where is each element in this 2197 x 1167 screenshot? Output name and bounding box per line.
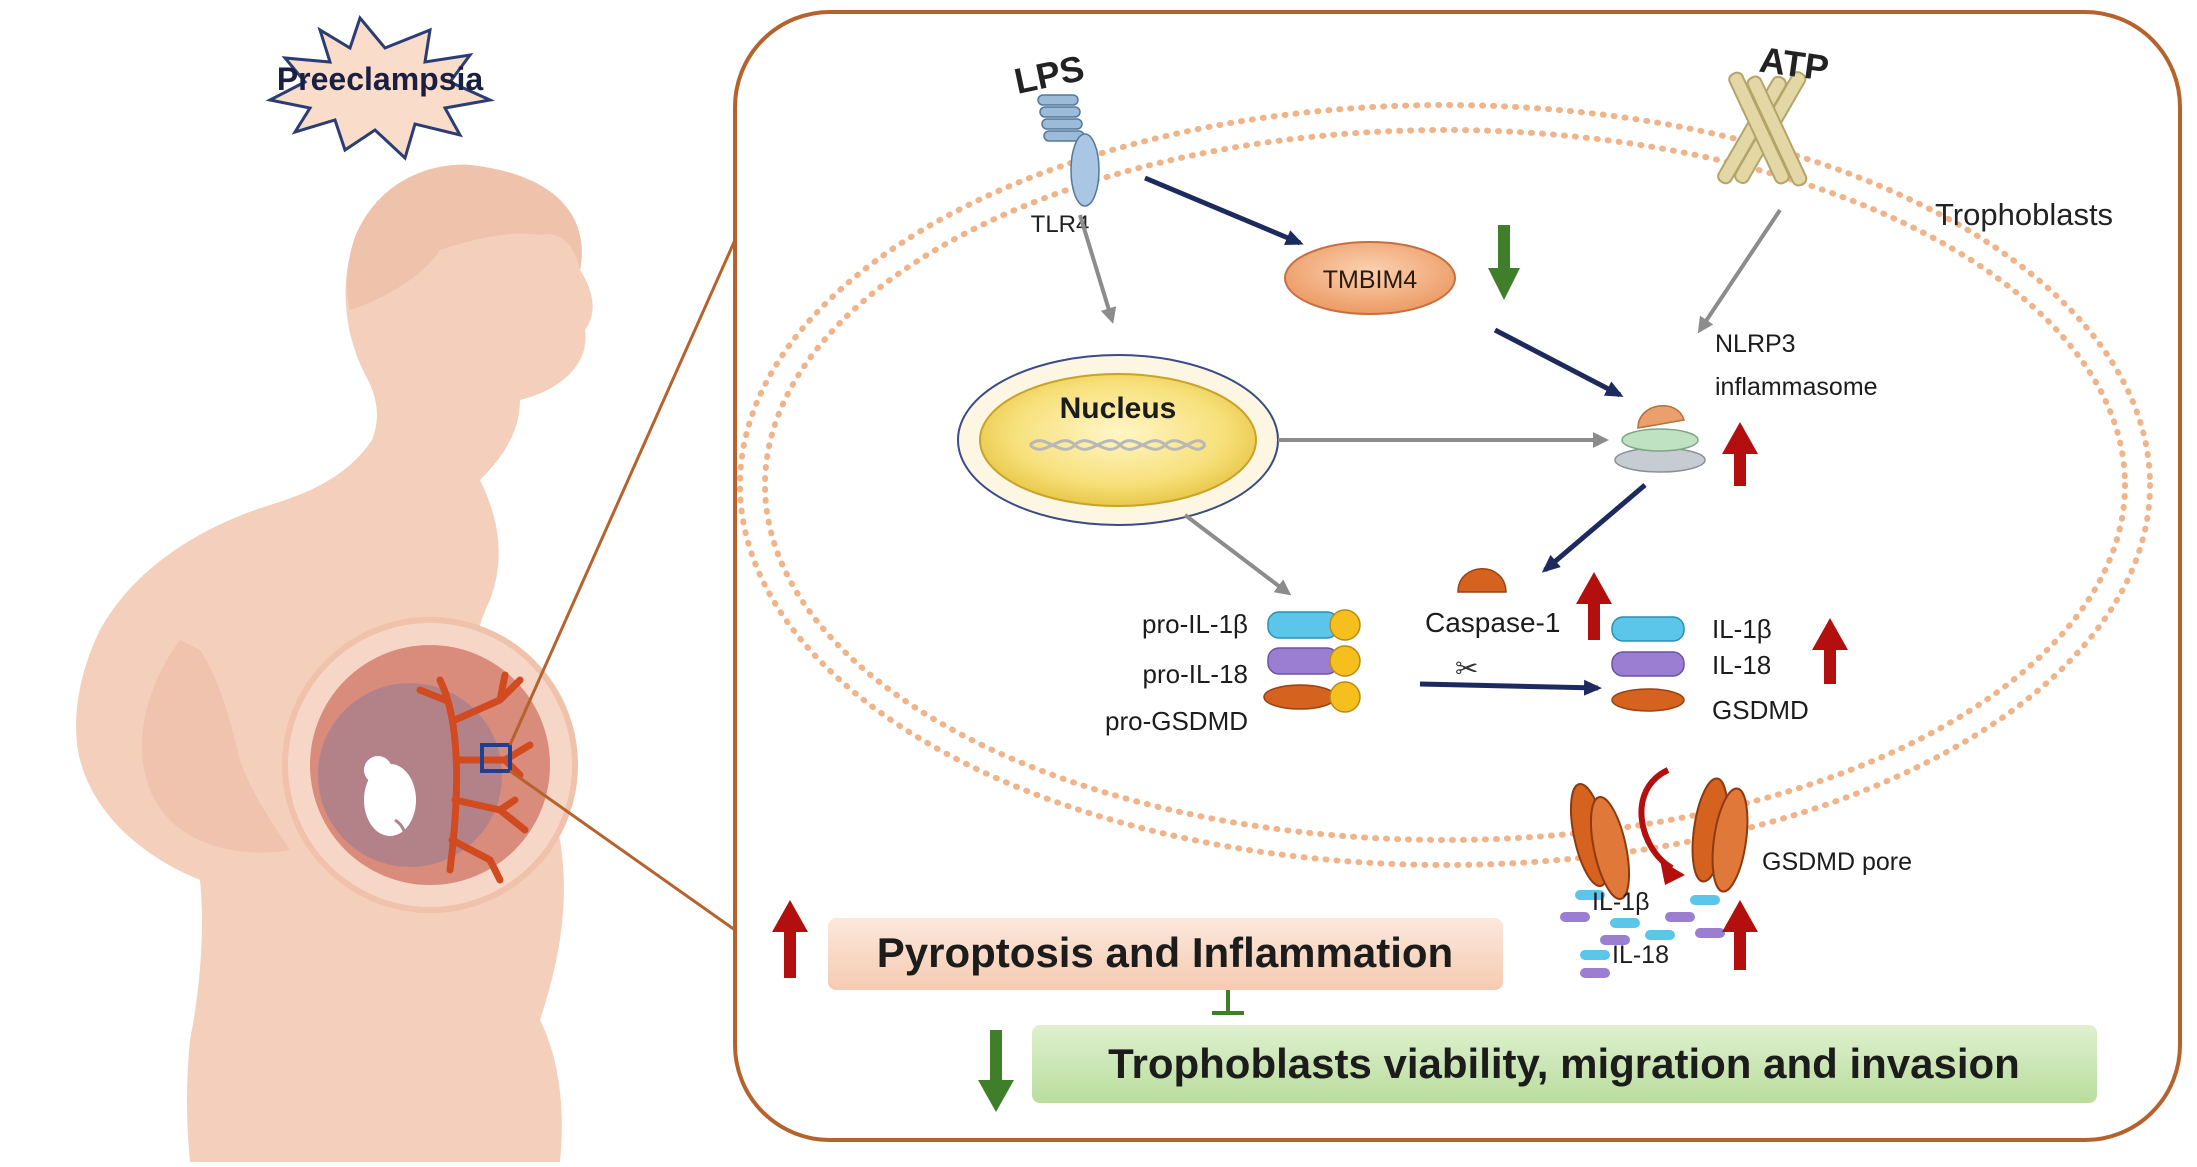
arrow-tlr4-to-tmbim4 bbox=[1144, 175, 1304, 246]
cell-zoom-frame bbox=[733, 10, 2182, 1142]
mature-proteins bbox=[1611, 616, 1685, 712]
viability-box bbox=[1032, 1025, 2097, 1103]
released-il1b-label: IL-1β bbox=[1592, 888, 1649, 916]
preeclampsia-label: Preeclampsia bbox=[277, 61, 484, 97]
gsdmd-pore-icon bbox=[1569, 767, 1749, 900]
pyroptosis-label: Pyroptosis and Inflammation bbox=[877, 929, 1453, 976]
il18-label: IL-18 bbox=[1712, 650, 1771, 680]
tmbim4-label: TMBIM4 bbox=[1323, 266, 1418, 294]
inhibition-connector bbox=[1212, 990, 1244, 1015]
arrow-nucleus-to-precursors bbox=[1183, 513, 1292, 596]
inflammasome-label: inflammasome bbox=[1715, 373, 1878, 401]
gsdmd-label: GSDMD bbox=[1712, 695, 1809, 725]
caspase-1-icon bbox=[1457, 568, 1507, 593]
il-up-arrow bbox=[1812, 618, 1848, 684]
caspase-1-label: Caspase-1 bbox=[1425, 607, 1560, 638]
arrow-tmbim4-to-nlrp3 bbox=[1493, 327, 1624, 398]
arrow-nlrp3-to-caspase bbox=[1541, 483, 1647, 573]
released-cytokines bbox=[1560, 890, 1725, 978]
atp-label: ATP bbox=[1757, 39, 1831, 89]
tmbim4-down-arrow bbox=[1488, 225, 1520, 300]
atp-receptor-icon bbox=[1717, 71, 1808, 187]
placenta-vessels-icon bbox=[416, 671, 534, 884]
pro-gsdmd-label: pro-GSDMD bbox=[1105, 706, 1248, 736]
pro-il1b-label: pro-IL-1β bbox=[1142, 609, 1248, 639]
precursor-proteins bbox=[1263, 609, 1361, 713]
dna-icon bbox=[1028, 439, 1207, 451]
nlrp3-up-arrow bbox=[1722, 422, 1758, 486]
uterus-placenta bbox=[282, 617, 578, 913]
pro-il18-label: pro-IL-18 bbox=[1143, 659, 1249, 689]
nlrp3-label: NLRP3 bbox=[1715, 330, 1796, 358]
arrow-cleavage bbox=[1419, 679, 1602, 696]
cell-membrane bbox=[737, 102, 2153, 868]
fetus-icon bbox=[364, 756, 416, 844]
nucleus bbox=[957, 354, 1279, 526]
viability-label: Trophoblasts viability, migration and in… bbox=[1108, 1040, 2020, 1087]
viability-down-arrow bbox=[978, 1030, 1014, 1112]
arrow-tlr4-to-nucleus bbox=[1078, 214, 1117, 324]
released-il18-label: IL-18 bbox=[1612, 941, 1669, 969]
nucleus-label: Nucleus bbox=[1060, 392, 1177, 425]
tmbim4-node bbox=[1284, 241, 1456, 315]
tlr4-receptor-icon bbox=[1037, 94, 1100, 207]
il1b-label: IL-1β bbox=[1712, 614, 1772, 644]
zoom-line-bottom bbox=[509, 769, 736, 932]
caspase-up-arrow bbox=[1576, 572, 1612, 640]
zoom-region-box bbox=[480, 743, 512, 773]
cell-label: Trophoblasts bbox=[1935, 197, 2113, 232]
arrow-atp-to-nlrp3 bbox=[1697, 208, 1782, 334]
nlrp3-inflammasome-icon bbox=[1614, 405, 1706, 473]
zoom-line-top bbox=[508, 239, 737, 746]
preeclampsia-starburst: Preeclampsia bbox=[265, 14, 496, 161]
release-up-arrow bbox=[1722, 900, 1758, 970]
gsdmd-pore-label: GSDMD pore bbox=[1762, 848, 1912, 876]
pyroptosis-up-arrow bbox=[772, 900, 808, 978]
pyroptosis-box bbox=[828, 918, 1503, 990]
scissors-icon: ✂ bbox=[1455, 653, 1478, 684]
